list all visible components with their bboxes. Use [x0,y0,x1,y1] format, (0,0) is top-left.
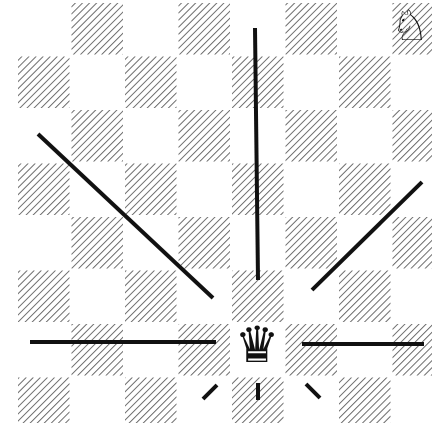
dark-square[interactable] [286,217,338,269]
light-square[interactable] [72,271,124,323]
light-square[interactable] [393,378,432,423]
light-square[interactable] [339,110,391,162]
dark-square[interactable] [18,57,70,109]
dark-square[interactable] [339,57,391,109]
light-square[interactable] [125,110,177,162]
light-square[interactable] [339,217,391,269]
light-square[interactable] [286,378,338,423]
dark-square[interactable] [286,110,338,162]
light-square[interactable] [179,271,231,323]
light-square[interactable] [286,271,338,323]
light-square[interactable] [232,3,284,55]
dark-square[interactable] [72,217,124,269]
light-square[interactable] [72,378,124,423]
dark-square[interactable] [179,324,231,376]
dark-square[interactable] [286,324,338,376]
dark-square[interactable] [393,217,432,269]
light-square[interactable] [18,3,70,55]
light-square[interactable] [393,57,432,109]
dark-square[interactable] [393,110,432,162]
dark-square[interactable] [339,164,391,216]
dark-square[interactable] [18,271,70,323]
dark-square[interactable] [125,164,177,216]
light-square[interactable] [125,324,177,376]
light-square[interactable] [393,271,432,323]
light-square[interactable] [18,324,70,376]
dark-square[interactable] [179,110,231,162]
dark-square[interactable] [339,378,391,423]
dark-square[interactable] [286,3,338,55]
light-square[interactable] [339,324,391,376]
light-square[interactable] [286,57,338,109]
dark-square[interactable] [393,324,432,376]
light-square[interactable] [72,57,124,109]
knight-icon[interactable]: ♘ [391,1,429,50]
light-square[interactable] [18,217,70,269]
dark-square[interactable] [72,110,124,162]
board-squares [18,3,432,423]
dark-square[interactable] [179,3,231,55]
dark-square[interactable] [72,324,124,376]
light-square[interactable] [179,164,231,216]
queen-icon[interactable]: ♛ [235,316,280,374]
dark-square[interactable] [72,3,124,55]
light-square[interactable] [339,3,391,55]
light-square[interactable] [179,57,231,109]
dark-square[interactable] [18,164,70,216]
dark-square[interactable] [125,57,177,109]
dark-square[interactable] [125,271,177,323]
light-square[interactable] [125,3,177,55]
dark-square[interactable] [179,217,231,269]
dark-square[interactable] [339,271,391,323]
dark-square[interactable] [18,378,70,423]
light-square[interactable] [286,164,338,216]
dark-square[interactable] [125,378,177,423]
